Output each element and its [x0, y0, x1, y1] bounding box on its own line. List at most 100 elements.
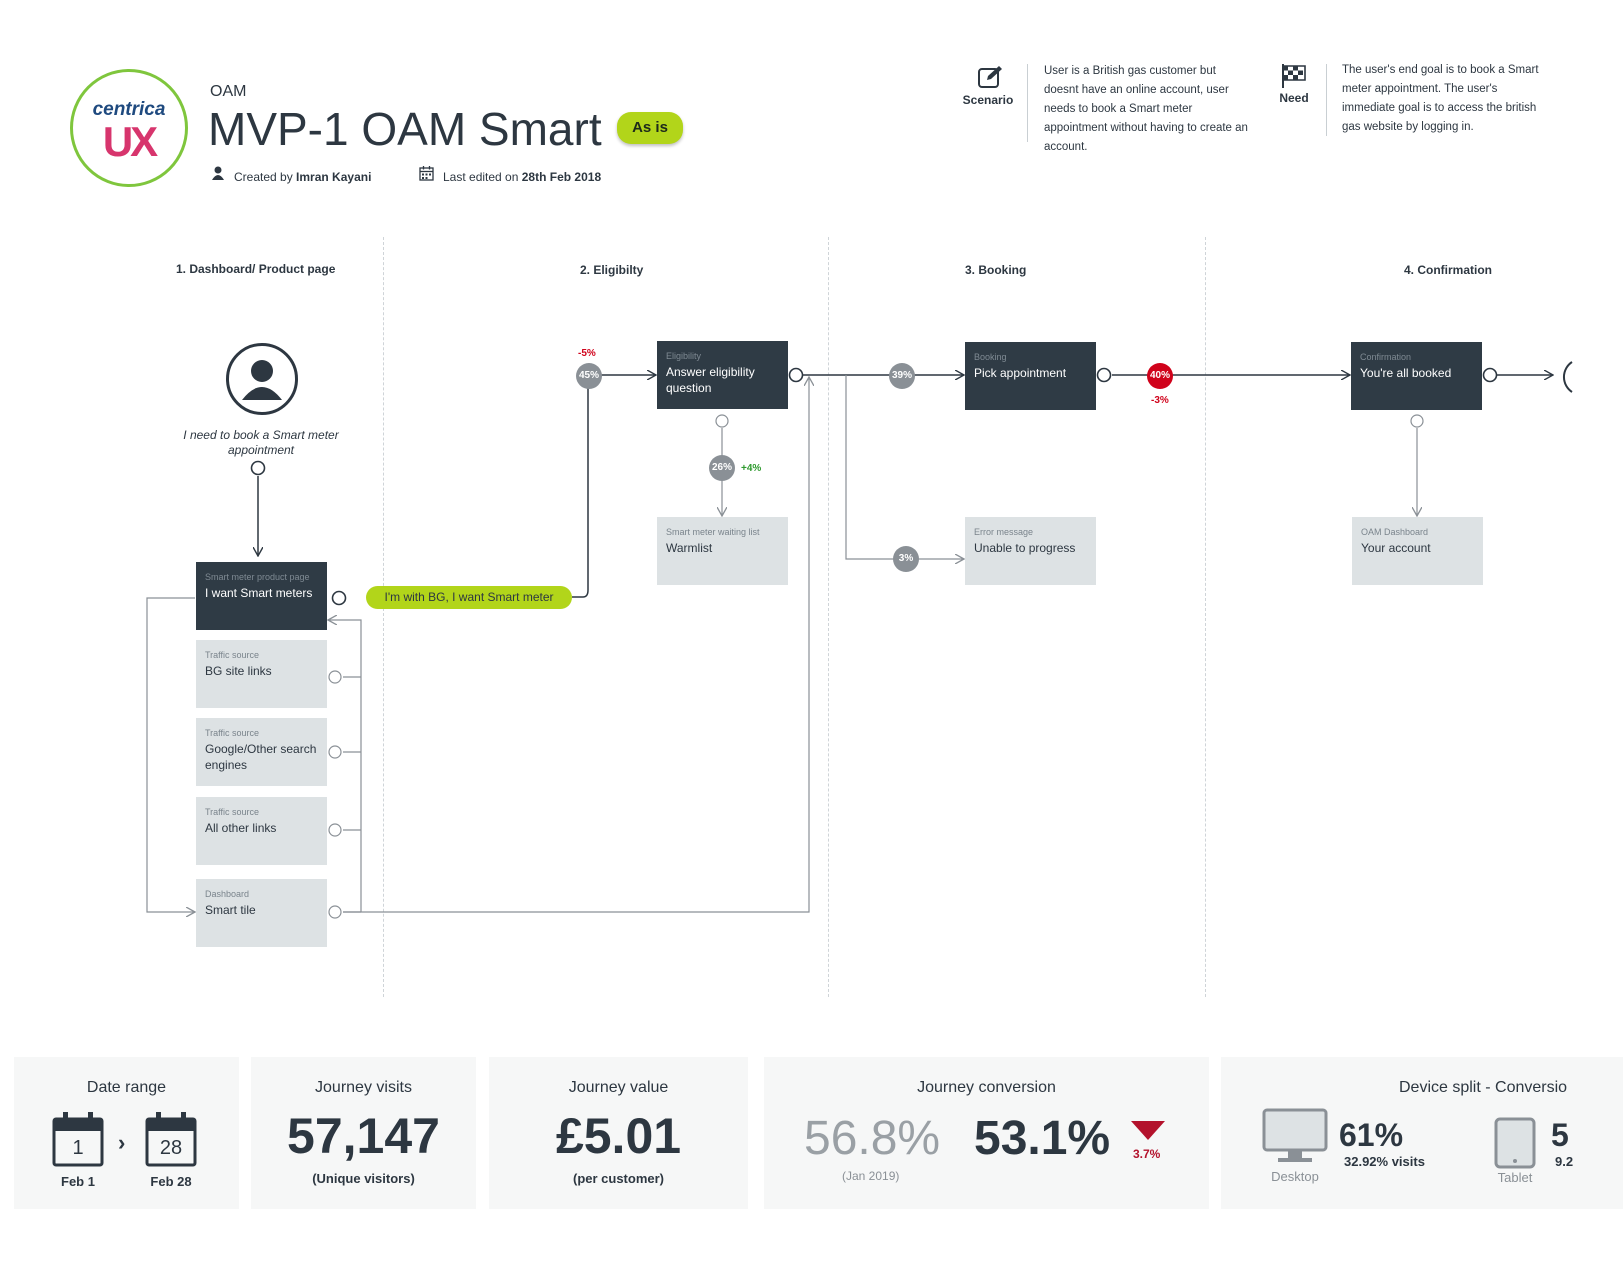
page-kicker: OAM [210, 83, 247, 100]
calendar-end-icon [145, 1112, 197, 1167]
stage-dashboard-product: 1. Dashboard/ Product page [176, 262, 336, 276]
end-date-label: Feb 28 [150, 1174, 192, 1189]
node-error-message[interactable]: Error message Unable to progress [965, 517, 1096, 585]
node-caption: Confirmation [1360, 352, 1412, 362]
visits-caption: (Unique visitors) [312, 1171, 415, 1186]
stage-divider [1205, 237, 1206, 997]
stage-booking: 3. Booking [965, 263, 1027, 277]
card-device-split: Device split - Conversio Desktop 61% 32.… [1221, 1057, 1623, 1209]
node-caption: Traffic source [205, 807, 260, 817]
chevron-right-icon: › [118, 1130, 126, 1155]
node-dashboard-smart-tile[interactable]: Dashboard Smart tile [196, 879, 327, 947]
card-journey-visits: Journey visits 57,147 (Unique visitors) [251, 1057, 476, 1209]
node-traffic-other[interactable]: Traffic source All other links [196, 797, 327, 865]
edit-icon [978, 66, 1002, 88]
node-label: Unable to progress [974, 541, 1076, 555]
node-oam-dashboard[interactable]: OAM Dashboard Your account [1352, 517, 1483, 585]
user-icon [212, 166, 224, 180]
choice-pill-smart-meter[interactable]: I'm with BG, I want Smart meter [366, 586, 572, 609]
flag-icon [1282, 64, 1306, 88]
edited-prefix: Last edited on [443, 170, 519, 184]
journey-value-caption: (per customer) [572, 1171, 665, 1186]
node-caption: Traffic source [205, 728, 260, 738]
node-eligibility[interactable]: Eligibility Answer eligibility question [657, 341, 788, 409]
tablet-icon [1494, 1117, 1536, 1169]
need-text: The user's end goal is to book a Smart m… [1342, 64, 1539, 133]
rate-to-booking: 39% [889, 363, 915, 389]
tablet-visits: 9.2 [1555, 1154, 1574, 1169]
stage-eligibility: 2. Eligibilty [580, 263, 644, 277]
card-title: Date range [86, 1079, 167, 1096]
logo-wordmark: centrica [92, 99, 166, 120]
rate-to-confirmation: 40% [1147, 363, 1173, 389]
end-day: 28 [159, 1137, 183, 1159]
start-day: 1 [72, 1137, 84, 1159]
scenario-text: User is a British gas customer but doesn… [1044, 65, 1248, 153]
node-label: All other links [205, 821, 277, 835]
card-title: Journey value [568, 1079, 669, 1096]
card-date-range: Date range 1 › 28 Feb 1 Feb 28 [14, 1057, 239, 1209]
calendar-start-icon [52, 1112, 104, 1167]
node-caption: Smart meter waiting list [666, 527, 760, 537]
journey-value: £5.01 [555, 1108, 682, 1164]
tablet-percent: 5 [1551, 1117, 1569, 1153]
last-edited: Last edited on 28th Feb 2018 [443, 170, 601, 184]
node-caption: OAM Dashboard [1361, 527, 1429, 537]
visits-value: 57,147 [287, 1108, 440, 1164]
desktop-icon [1262, 1108, 1328, 1162]
card-journey-conversion: Journey conversion 56.8% (Jan 2019) 53.1… [764, 1057, 1209, 1209]
node-warmlist[interactable]: Smart meter waiting list Warmlist [657, 517, 788, 585]
rate-to-error: 3% [893, 546, 919, 572]
node-label: I want Smart meters [205, 586, 313, 600]
node-caption: Booking [974, 352, 1007, 362]
node-caption: Traffic source [205, 650, 260, 660]
tablet-label: Tablet [1497, 1170, 1533, 1185]
created-by: Created by Imran Kayani [234, 170, 371, 184]
calendar-icon [419, 166, 434, 181]
scenario-label: Scenario [962, 93, 1014, 107]
desktop-visits: 32.92% visits [1344, 1154, 1425, 1169]
node-caption: Dashboard [205, 889, 250, 899]
card-journey-value: Journey value £5.01 (per customer) [489, 1057, 748, 1209]
need-label: Need [1279, 91, 1309, 105]
card-title: Journey conversion [917, 1079, 1056, 1096]
rate-to-warmlist: 26% [709, 455, 735, 481]
stage-confirmation: 4. Confirmation [1404, 263, 1493, 277]
desktop-label: Desktop [1271, 1169, 1319, 1184]
node-label: You're all booked [1360, 366, 1452, 380]
node-confirmation[interactable]: Confirmation You're all booked [1351, 342, 1482, 410]
scenario-divider [1027, 64, 1028, 142]
start-date-label: Feb 1 [61, 1174, 95, 1189]
previous-conversion: 56.8% [804, 1112, 941, 1165]
created-by-name: Imran Kayani [296, 170, 372, 184]
stage-divider [828, 237, 829, 997]
need-divider [1326, 64, 1327, 136]
rate-delta-confirmation: -3% [1151, 395, 1169, 406]
stage-divider [383, 237, 384, 997]
node-label: Answer eligibility question [666, 365, 755, 395]
persona-avatar-icon [226, 343, 298, 415]
node-caption: Eligibility [666, 351, 702, 361]
node-label: BG site links [205, 664, 272, 678]
node-caption: Smart meter product page [205, 572, 310, 582]
rate-delta-eligibility: -5% [578, 348, 596, 359]
node-traffic-bg-links[interactable]: Traffic source BG site links [196, 640, 327, 708]
node-product-page[interactable]: Smart meter product page I want Smart me… [196, 562, 327, 630]
node-pick-appointment[interactable]: Booking Pick appointment [965, 342, 1096, 410]
desktop-percent: 61% [1339, 1117, 1404, 1153]
node-traffic-search[interactable]: Traffic source Google/Other search engin… [196, 718, 327, 786]
status-badge: As is [617, 112, 683, 144]
node-label: Smart tile [205, 903, 256, 917]
rate-delta-warmlist: +4% [741, 463, 762, 474]
persona-quote: I need to book a Smart meter appointment [183, 428, 339, 457]
node-caption: Error message [974, 527, 1034, 537]
node-label: Your account [1361, 541, 1431, 555]
rate-to-eligibility: 45% [576, 363, 602, 389]
created-prefix: Created by [234, 170, 293, 184]
triangle-down-icon [1131, 1121, 1165, 1140]
node-label: Warmlist [666, 541, 713, 555]
node-label: Pick appointment [974, 366, 1067, 380]
edited-on-date: 28th Feb 2018 [521, 170, 602, 184]
previous-conversion-caption: (Jan 2019) [842, 1169, 900, 1183]
card-title: Device split - Conversio [1399, 1079, 1568, 1096]
